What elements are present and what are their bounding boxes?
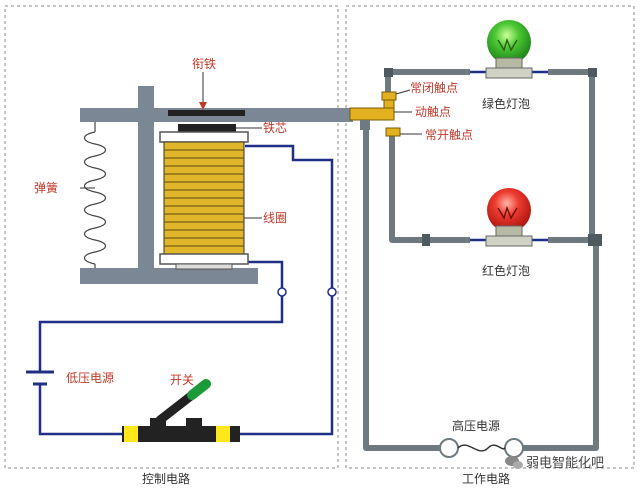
- armature-label: 衔铁: [192, 57, 216, 71]
- working-circuit-title: 工作电路: [462, 471, 510, 486]
- spring-icon: [83, 122, 107, 268]
- watermark-text: 弱电智能化吧: [526, 456, 604, 471]
- contact-assembly: [349, 91, 401, 137]
- wechat-icon: [505, 456, 523, 469]
- green-bulb-icon: [485, 20, 533, 79]
- terminal-node: [327, 287, 337, 297]
- battery-icon: [26, 370, 54, 386]
- control-circuit-title: 控制电路: [142, 471, 190, 486]
- working-wires: [363, 69, 599, 451]
- no-contact-label: 常开触点: [425, 128, 473, 142]
- working-circuit-box: [345, 5, 635, 469]
- knife-switch-icon[interactable]: [122, 379, 240, 442]
- green-bulb-label: 绿色灯泡: [482, 96, 530, 111]
- red-bulb-icon: [485, 188, 533, 247]
- control-wires: [38, 144, 334, 436]
- nc-contact-label: 常闭触点: [410, 81, 458, 95]
- core-label: 铁芯: [263, 121, 287, 135]
- switch-label: 开关: [170, 373, 194, 387]
- control-circuit-box: [4, 5, 339, 469]
- relay-frame: [80, 86, 353, 284]
- coil-label: 线圈: [263, 211, 287, 225]
- low-voltage-source-label: 低压电源: [66, 371, 114, 385]
- terminal-node: [277, 287, 287, 297]
- relay-coil: [159, 124, 249, 270]
- fuse-icon: [439, 438, 524, 458]
- spring-label: 弹簧: [34, 180, 58, 195]
- moving-contact-label: 动触点: [415, 105, 451, 119]
- high-voltage-source-label: 高压电源: [452, 418, 500, 433]
- red-bulb-label: 红色灯泡: [482, 263, 530, 278]
